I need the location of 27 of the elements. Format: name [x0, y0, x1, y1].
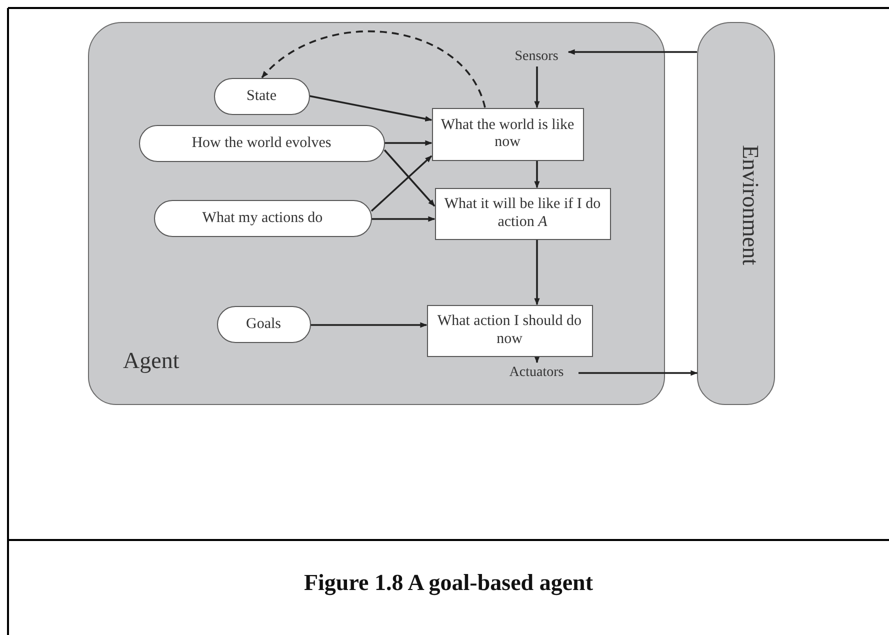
process-box: What it will be like if I do action A — [434, 188, 610, 240]
arrow — [534, 66, 540, 108]
arrow — [578, 370, 698, 376]
knowledge-pill: What my actions do — [154, 200, 372, 236]
dashed-arrow — [261, 30, 486, 108]
arrow — [370, 155, 432, 212]
environment-panel — [697, 22, 775, 405]
arrow — [534, 356, 540, 364]
process-box: What the world is like now — [432, 108, 584, 160]
agent-panel — [88, 22, 665, 405]
actuators-label: Actuators — [494, 362, 578, 382]
knowledge-pill: State — [214, 78, 310, 114]
knowledge-pill: How the world evolves — [138, 124, 384, 162]
agent-label: Agent — [123, 348, 180, 374]
arrow — [534, 240, 540, 306]
knowledge-pill: Goals — [216, 306, 310, 342]
arrow — [309, 95, 432, 122]
arrow — [568, 49, 697, 55]
figure-caption: Figure 1.8 A goal-based agent — [302, 570, 594, 596]
process-box: What action I should do now — [426, 304, 592, 356]
arrow — [372, 216, 436, 222]
environment-label: Environment — [737, 145, 763, 266]
arrow — [384, 140, 432, 146]
sensors-label: Sensors — [504, 46, 568, 66]
arrow — [384, 149, 436, 207]
arrow — [534, 160, 540, 188]
arrow — [310, 322, 428, 328]
